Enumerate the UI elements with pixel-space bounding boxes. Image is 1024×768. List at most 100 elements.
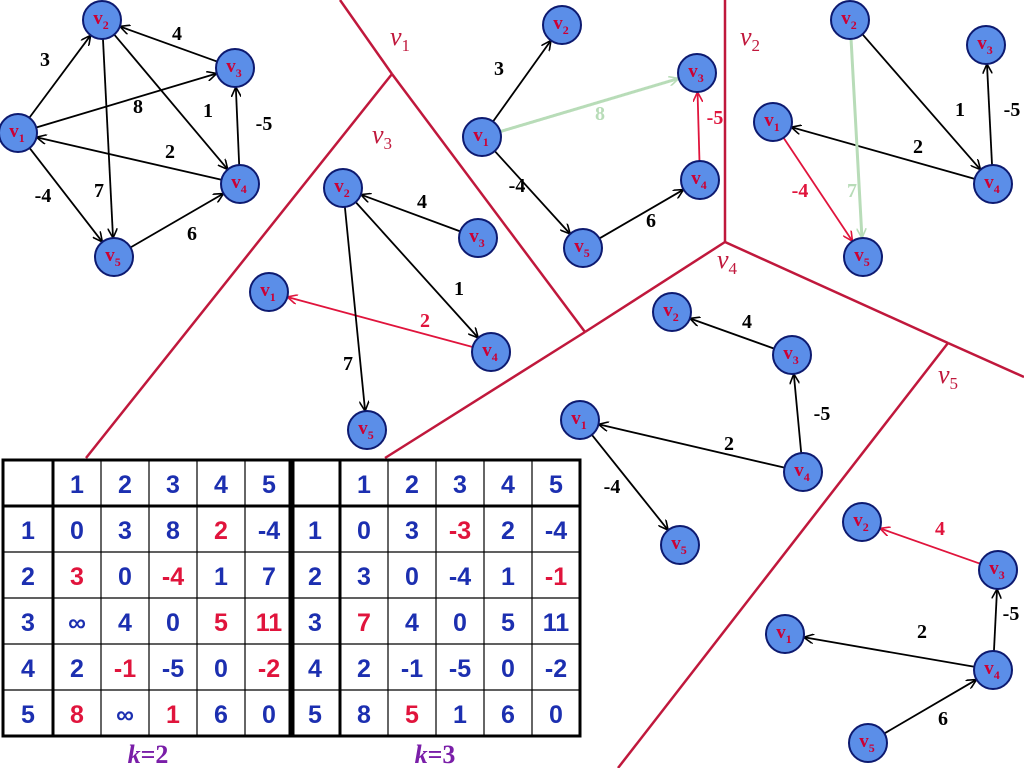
edge-weight-label: 6 <box>938 708 948 730</box>
edge-g0-1-5 <box>28 147 102 241</box>
node-label: v5 <box>105 245 121 269</box>
edge-g2-2-5 <box>849 38 862 237</box>
node-v1: v1 <box>462 117 502 157</box>
node-label: v3 <box>783 343 799 367</box>
edge-weight-label: -5 <box>1003 603 1020 625</box>
edge-g0-1-2 <box>28 36 90 119</box>
edge-weight-label: 6 <box>646 210 656 232</box>
node-circle <box>783 452 823 492</box>
edge-weight-label: 1 <box>454 278 464 300</box>
node-circle <box>563 228 603 268</box>
node-circle <box>0 113 38 153</box>
node-label: v2 <box>93 8 109 32</box>
node-v3: v3 <box>772 335 812 375</box>
node-label: v3 <box>977 33 993 57</box>
table-row-label: 5 <box>21 701 35 729</box>
node-circle <box>347 410 387 450</box>
table-row-label: 2 <box>308 563 322 591</box>
node-v3: v3 <box>978 550 1018 590</box>
edge-g0-1-3 <box>35 74 216 129</box>
node-label: v2 <box>334 176 350 200</box>
table-cell: -4 <box>545 517 567 545</box>
table-cell: 7 <box>357 609 371 637</box>
region-label-v3: v3 <box>372 120 392 153</box>
table-cell: 0 <box>405 563 419 591</box>
node-v4: v4 <box>220 164 260 204</box>
edge-weight-label: -4 <box>35 185 52 207</box>
table-row-label: 1 <box>308 517 322 545</box>
edge-g5-3-2 <box>881 529 981 565</box>
edge-weight-label: 7 <box>343 353 353 375</box>
edge-g2-2-4 <box>861 33 979 169</box>
edge-g0-3-2 <box>121 27 218 63</box>
node-circle <box>765 614 805 654</box>
edge-g1-4-3 <box>698 93 700 162</box>
edge-weight-label: 4 <box>742 311 752 333</box>
node-circle <box>753 102 793 142</box>
table-row-label: 3 <box>308 609 322 637</box>
edge-g4-4-1 <box>599 425 785 469</box>
region-label-v5: v5 <box>938 360 958 393</box>
edge-weight-label: -4 <box>604 476 621 498</box>
table-header-cell: 1 <box>70 471 84 499</box>
edge-g1-1-5 <box>494 150 570 233</box>
edge-g5-4-1 <box>805 637 975 668</box>
node-circle <box>842 502 882 542</box>
node-circle <box>973 164 1013 204</box>
table-cell: 0 <box>214 655 228 683</box>
edge-g3-2-5 <box>343 206 365 410</box>
node-v5: v5 <box>94 237 134 277</box>
table-cell: -1 <box>545 563 567 591</box>
node-circle <box>843 237 883 277</box>
node-label: v1 <box>473 125 489 149</box>
node-label: v3 <box>226 56 242 80</box>
table-cell: 1 <box>214 563 228 591</box>
edge-weight-label: 8 <box>595 103 605 125</box>
table-k-label: k=2 <box>128 740 169 768</box>
node-label: v3 <box>688 61 704 85</box>
table-row-label: 2 <box>21 563 35 591</box>
table-cell: 1 <box>166 701 180 729</box>
table-cell: 8 <box>357 701 371 729</box>
table-header-cell: 4 <box>214 471 228 499</box>
table-cell: 4 <box>405 609 419 637</box>
node-label: v1 <box>776 622 792 646</box>
node-v4: v4 <box>973 164 1013 204</box>
node-v5: v5 <box>347 410 387 450</box>
table-cell: 8 <box>70 701 84 729</box>
edge-weight-label: -5 <box>707 107 724 129</box>
node-v2: v2 <box>842 502 882 542</box>
table-cell: 0 <box>549 701 563 729</box>
edge-weight-label: -4 <box>509 175 526 197</box>
node-label: v4 <box>984 172 1000 196</box>
edge-g2-4-1 <box>792 127 975 180</box>
edge-g2-4-3 <box>987 65 993 166</box>
node-label: v5 <box>574 236 590 260</box>
node-circle <box>94 237 134 277</box>
node-circle <box>677 53 717 93</box>
node-circle <box>458 218 498 258</box>
node-circle <box>560 400 600 440</box>
node-v5: v5 <box>660 525 700 565</box>
node-label: v2 <box>663 300 679 324</box>
node-circle <box>652 292 692 332</box>
edge-g4-3-2 <box>691 319 775 350</box>
table-cell: -2 <box>545 655 567 683</box>
node-v5: v5 <box>563 228 603 268</box>
table-cell: 5 <box>405 701 419 729</box>
node-v1: v1 <box>765 614 805 654</box>
edge-g5-5-4 <box>883 680 975 735</box>
node-circle <box>660 525 700 565</box>
node-v2: v2 <box>542 5 582 45</box>
table-header-cell: 5 <box>549 471 563 499</box>
region-label-v2: v2 <box>740 22 760 55</box>
edge-weight-label: 7 <box>94 180 104 202</box>
table-cell: 0 <box>357 517 371 545</box>
edge-g1-1-3 <box>499 79 678 134</box>
edge-weight-label: 6 <box>187 223 197 245</box>
edge-weight-label: -4 <box>792 180 809 202</box>
table-cell: -3 <box>449 517 471 545</box>
node-v5: v5 <box>843 237 883 277</box>
